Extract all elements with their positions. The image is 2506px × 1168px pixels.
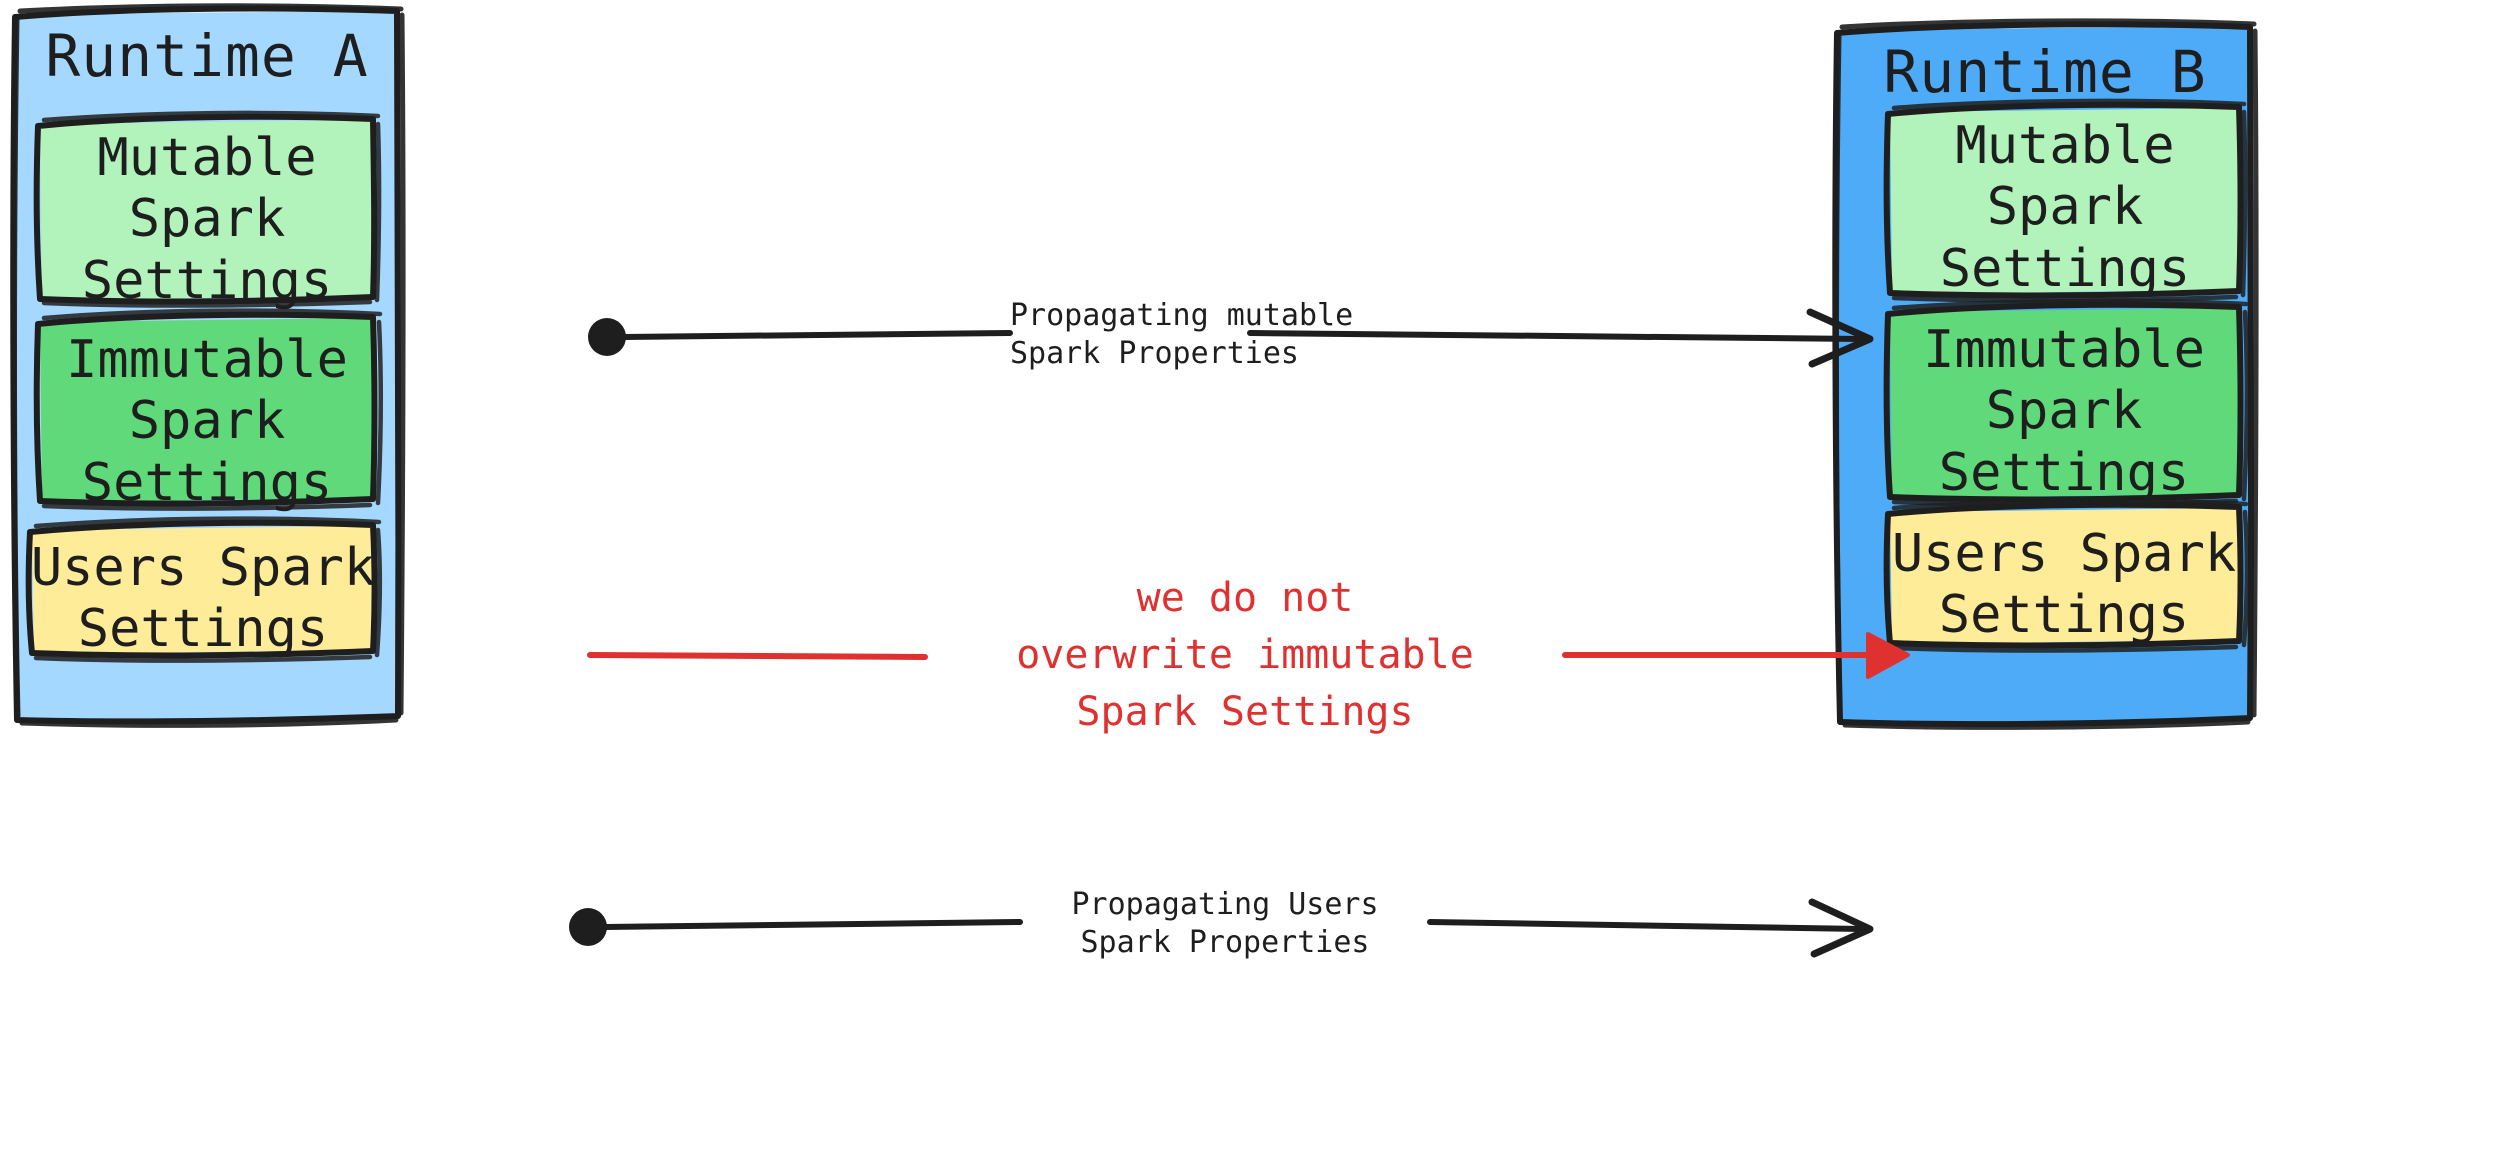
box-runtime-b-users-label: Users Spark Settings: [1891, 524, 2237, 646]
box-runtime-a-users-label: Users Spark Settings: [30, 538, 376, 660]
connection-mutable-label: Propagating mutable Spark Properties: [1010, 298, 1354, 372]
box-runtime-a-immutable-label: Immutable Spark Settings: [66, 330, 348, 513]
connection-users-label: Propagating Users Spark Properties: [1071, 887, 1379, 961]
connection-mutable-start-dot: [588, 318, 626, 356]
connection-users-arrowhead-icon: [1808, 898, 1874, 958]
connection-immutable-label: we do not overwrite immutable Spark Sett…: [1016, 575, 1474, 735]
connection-users-start-dot: [569, 908, 607, 946]
panel-runtime-a-title: Runtime A: [45, 22, 369, 90]
box-runtime-b-immutable-label: Immutable Spark Settings: [1923, 320, 2205, 503]
connection-mutable-arrowhead-icon: [1806, 308, 1874, 368]
panel-runtime-b-title: Runtime B: [1883, 38, 2207, 106]
box-runtime-b-mutable-label: Mutable Spark Settings: [1939, 116, 2191, 299]
box-runtime-a-mutable-label: Mutable Spark Settings: [81, 128, 333, 311]
